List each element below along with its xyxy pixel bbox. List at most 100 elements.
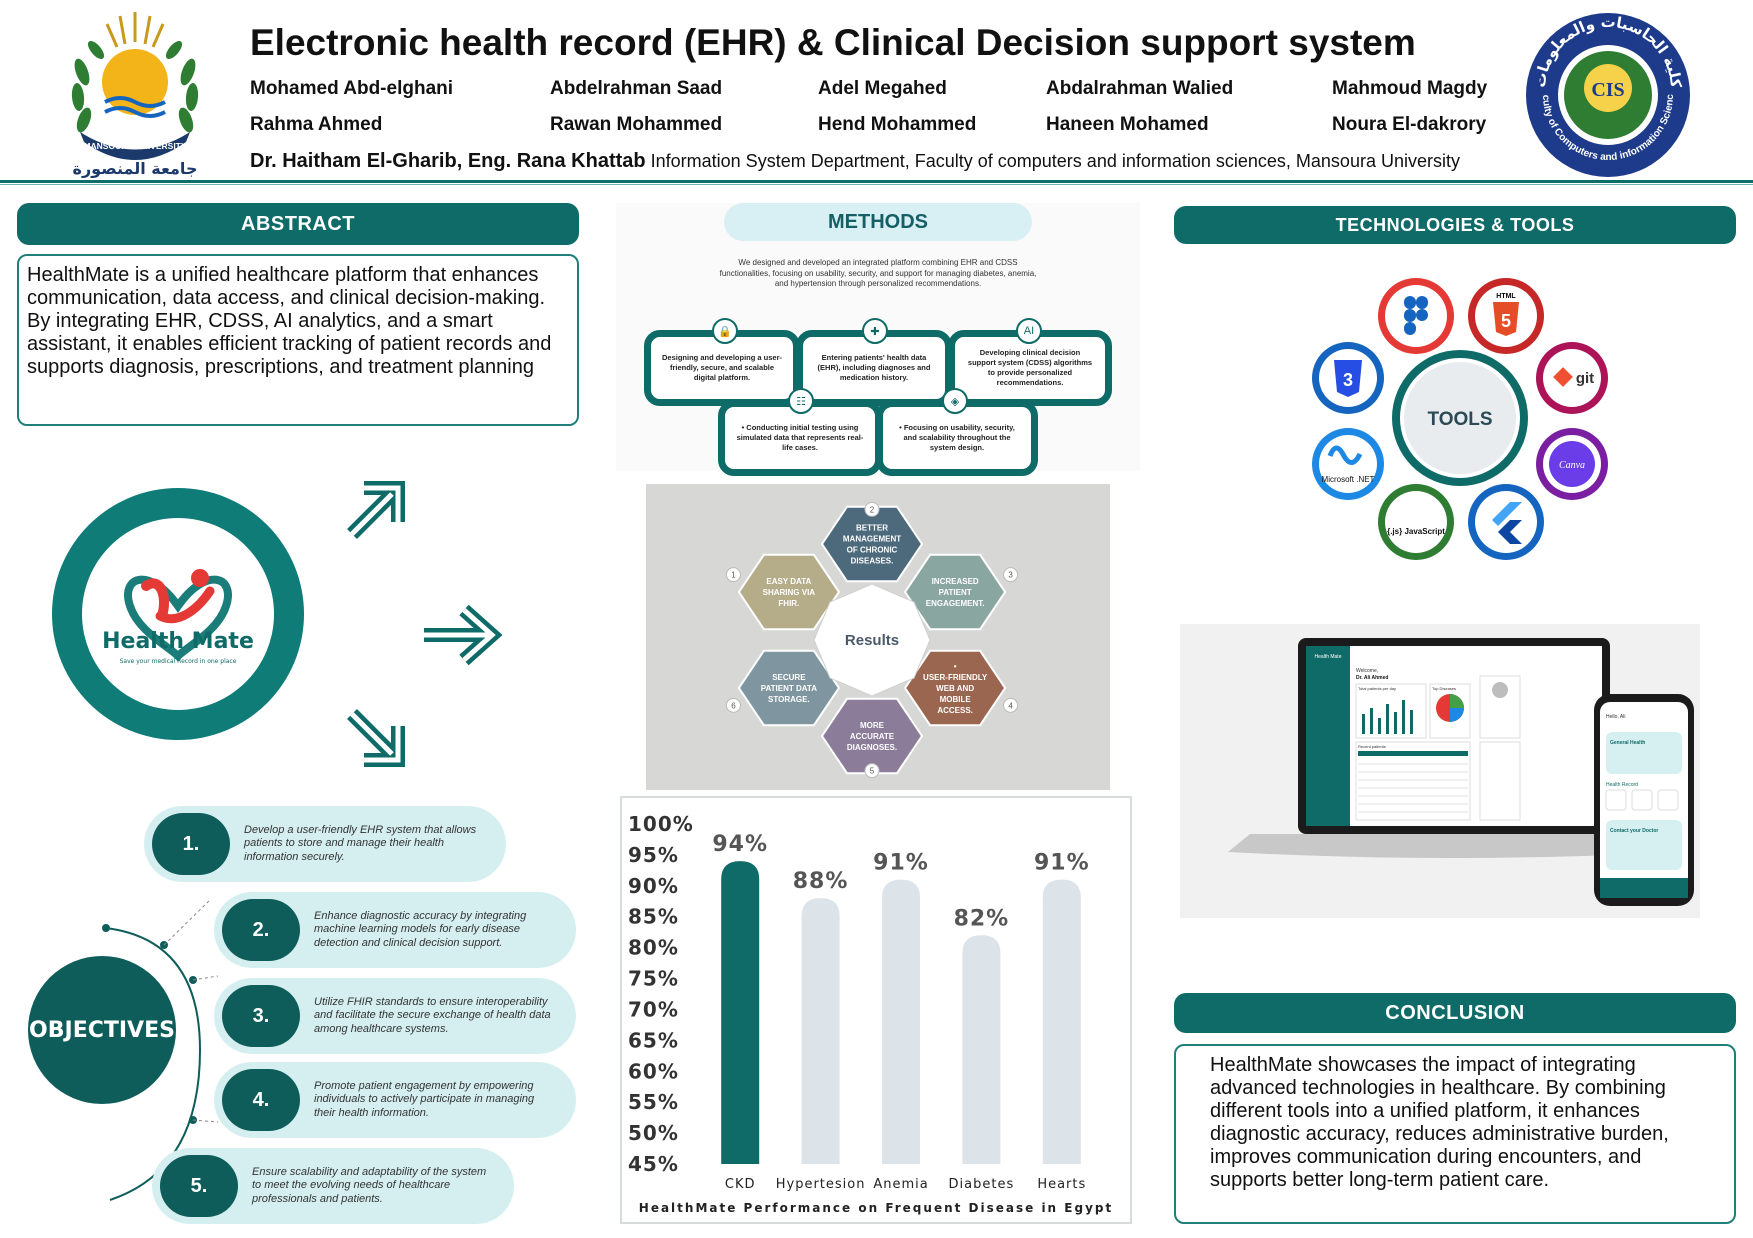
mockup-phone-greeting: Hello, Ali <box>1606 714 1625 720</box>
chart-ytick-label: 45% <box>628 1152 679 1176</box>
objective-number: 4. <box>222 1069 300 1131</box>
objective-text: Develop a user-friendly EHR system that … <box>244 823 477 863</box>
result-hexagon <box>903 553 1007 631</box>
svg-text:5: 5 <box>1501 311 1511 331</box>
diamond-icon: ◈ <box>942 388 968 414</box>
objective-text: Enhance diagnostic accuracy by integrati… <box>314 909 527 949</box>
author: Mahmoud Magdy <box>1332 78 1488 99</box>
technologies-heading: TECHNOLOGIES & TOOLS <box>1174 206 1736 244</box>
chart-category-label: Hypertesion <box>776 1177 866 1192</box>
result-number-badge <box>864 501 880 517</box>
dotnet-icon: Microsoft .NET <box>1312 428 1384 500</box>
affiliation: Information System Department, Faculty o… <box>650 151 1460 171</box>
result-hexagon <box>820 697 924 775</box>
logo-left-text: MANSOURA UNIVERSITY <box>83 141 186 151</box>
chart-ytick-label: 85% <box>628 905 679 929</box>
chart-value-label: 82% <box>954 906 1010 931</box>
result-number: 4 <box>1008 701 1013 710</box>
result-number-badge <box>1003 697 1019 713</box>
chart-value-label: 91% <box>1034 851 1090 876</box>
chart-category-label: Anemia <box>873 1177 928 1192</box>
author: Mohamed Abd-elghani <box>250 78 454 99</box>
chart-ytick-label: 80% <box>628 936 679 960</box>
arrow-down-right-icon <box>342 704 412 774</box>
mockup-panel-patients: Total patients per day <box>1358 686 1396 691</box>
chart-ytick-label: 70% <box>628 997 679 1021</box>
chart-bar <box>882 879 920 1164</box>
chart-ytick-label: 65% <box>628 1028 679 1052</box>
result-hexagon <box>737 649 841 727</box>
result-number-badge <box>725 567 741 583</box>
author-list: Mohamed Abd-elghani Abdelrahman Saad Ade… <box>250 78 1510 136</box>
javascript-icon: {.js} JavaScript <box>1378 484 1454 560</box>
chart-bar <box>801 898 840 1164</box>
mockup-panel-recent: Recent patients <box>1358 744 1386 749</box>
result-number: 3 <box>1008 571 1013 580</box>
chart-bar <box>962 935 1001 1164</box>
git-icon: git <box>1536 342 1608 414</box>
result-number: 1 <box>731 571 736 580</box>
git-label: git <box>1576 370 1594 387</box>
chart-ytick-label: 100% <box>628 812 694 836</box>
chart-ytick-label: 90% <box>628 874 679 898</box>
mockup-panel-diseases: Top Diseases <box>1432 686 1456 691</box>
chart-ytick-label: 95% <box>628 843 679 867</box>
figma-icon <box>1378 278 1454 354</box>
mockup-phone-card3: Contact your Doctor <box>1610 828 1658 834</box>
results-center-label: Results <box>845 632 899 649</box>
chart-value-label: 88% <box>793 869 849 894</box>
result-number-badge <box>725 697 741 713</box>
author: Noura El-dakrory <box>1332 114 1487 135</box>
author: Abdalrahman Walied <box>1046 78 1234 99</box>
objective-text: Utilize FHIR standards to ensure interop… <box>314 995 551 1035</box>
arrow-up-right-icon <box>342 474 412 544</box>
conclusion-heading: CONCLUSION <box>1174 993 1736 1033</box>
author: Rahma Ahmed <box>250 114 383 135</box>
result-hexagon <box>737 553 841 631</box>
healthmate-name: Health Mate <box>102 629 254 654</box>
result-number: 5 <box>870 767 875 776</box>
chart-category-label: CKD <box>725 1177 756 1192</box>
objective-number: 3. <box>222 985 300 1047</box>
html5-icon: HTML 5 <box>1468 278 1544 354</box>
objective-text: Ensure scalability and adaptability of t… <box>252 1165 487 1205</box>
chart-ytick-label: 55% <box>628 1090 679 1114</box>
objective-number: 1. <box>152 813 230 875</box>
lock-icon: 🔒 <box>712 318 738 344</box>
chart-category-label: Hearts <box>1037 1177 1086 1192</box>
result-hexagon <box>820 505 924 583</box>
css3-icon: 3 <box>1312 342 1384 414</box>
poster-title: Electronic health record (EHR) & Clinica… <box>250 22 1416 63</box>
chart-ytick-label: 75% <box>628 967 679 991</box>
chart-value-label: 94% <box>712 832 768 857</box>
methods-heading: METHODS <box>724 203 1032 241</box>
flutter-icon <box>1468 484 1544 560</box>
fcis-logo: CIS Faculty of Computers and information… <box>1520 2 1693 180</box>
chart-bar <box>721 861 760 1164</box>
supervisors: Dr. Haitham El-Gharib, Eng. Rana Khattab <box>250 150 646 172</box>
chart-value-label: 91% <box>873 851 929 876</box>
mansoura-university-logo: MANSOURA UNIVERSITY جامعة المنصورة <box>60 2 210 182</box>
tools-diagram: TOOLS HTML 5 git Canva <box>1300 270 1620 570</box>
result-number: 6 <box>731 701 736 710</box>
svg-text:3: 3 <box>1343 370 1353 390</box>
chart-title: HealthMate Performance on Frequent Disea… <box>639 1201 1113 1215</box>
mockup-brand: Health Mate <box>1315 654 1342 660</box>
methods-intro: We designed and developed an integrated … <box>719 258 1037 288</box>
ai-icon: AI <box>1016 318 1042 344</box>
tools-center-label: TOOLS <box>1427 409 1492 430</box>
result-number-badge <box>1003 567 1019 583</box>
canva-icon: Canva <box>1536 428 1608 500</box>
arrow-right-icon <box>418 600 503 670</box>
healthmate-tagline: Save your medical Record in one place <box>120 658 237 665</box>
mockup-phone-card1: General Health <box>1610 740 1645 746</box>
result-number: 2 <box>870 505 875 514</box>
chart-ytick-label: 60% <box>628 1059 679 1083</box>
mockup-phone-card2: Health Record <box>1606 782 1638 788</box>
header-divider <box>0 180 1753 183</box>
result-hexagon <box>903 649 1007 727</box>
